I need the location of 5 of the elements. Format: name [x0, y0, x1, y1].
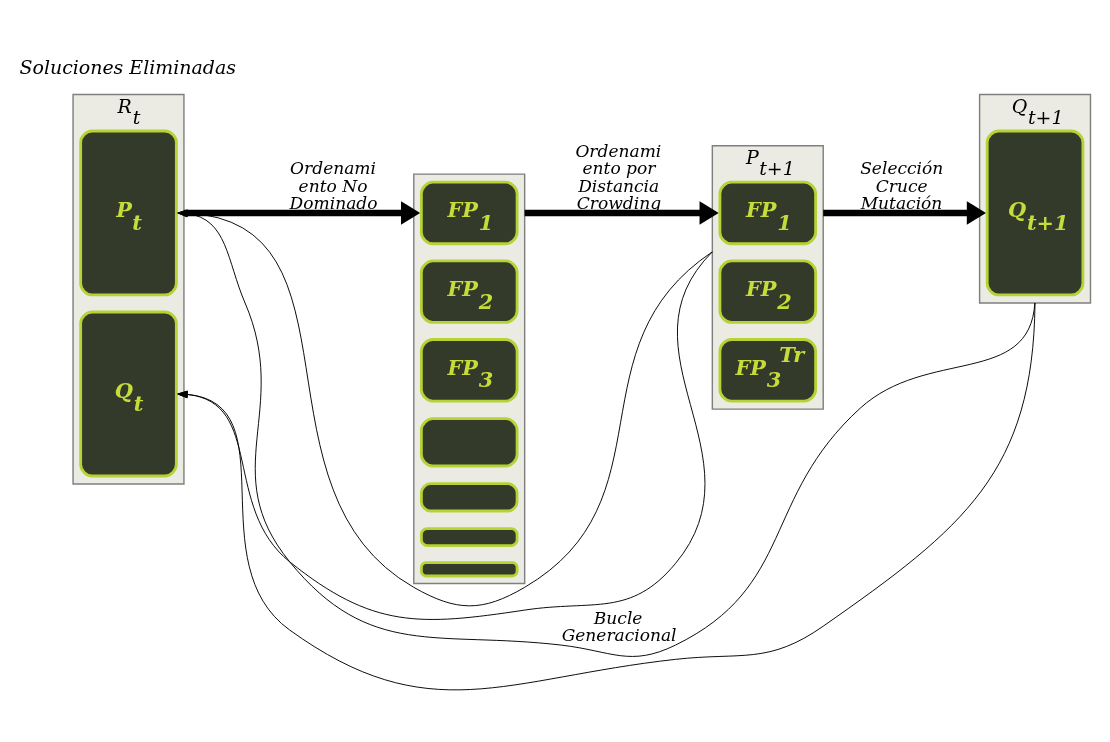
edge-label: Ordenami ento por Distancia Crowding	[575, 140, 662, 213]
edge-label: Bucle Generacional	[561, 607, 677, 645]
edge-label: Selección Cruce Mutación	[860, 157, 944, 213]
edge-label: Ordenami ento No Dominado	[289, 157, 378, 213]
label: Soluciones Eliminadas	[19, 55, 236, 78]
